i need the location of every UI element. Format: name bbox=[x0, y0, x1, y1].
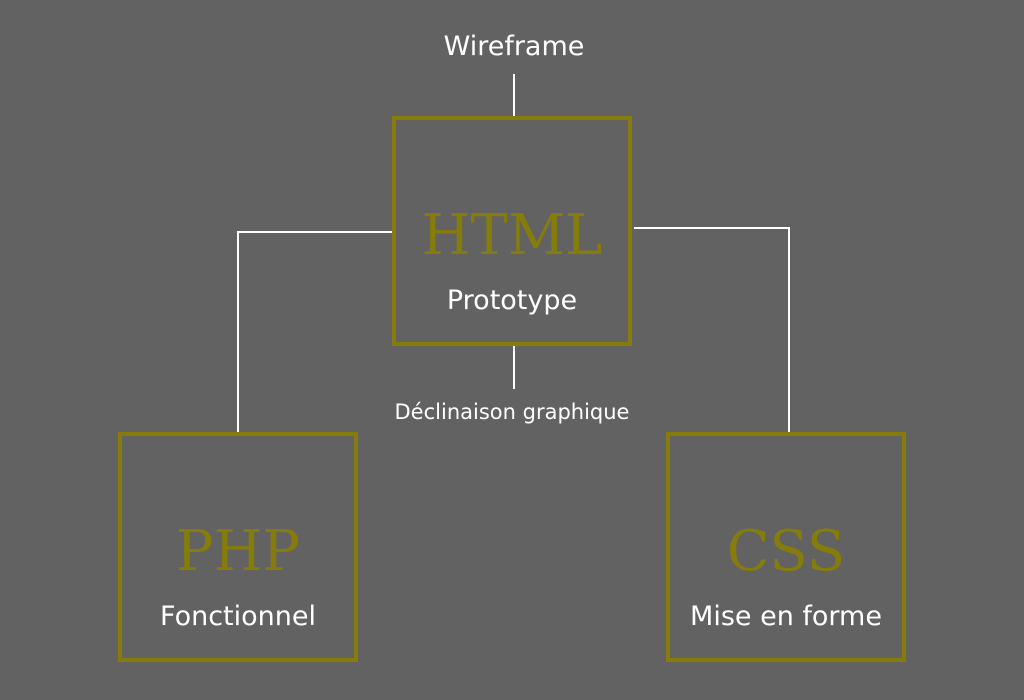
connector-html-php bbox=[237, 231, 393, 432]
connector-html-css bbox=[634, 227, 790, 432]
php-title: PHP bbox=[175, 519, 301, 584]
css-box: CSS Mise en forme bbox=[666, 432, 906, 662]
html-title: HTML bbox=[421, 203, 603, 268]
declinaison-label: Déclinaison graphique bbox=[394, 400, 630, 424]
html-subtitle: Prototype bbox=[446, 285, 578, 316]
php-box: PHP Fonctionnel bbox=[118, 432, 358, 662]
css-subtitle: Mise en forme bbox=[690, 601, 882, 632]
wireframe-label: Wireframe bbox=[443, 31, 585, 62]
php-subtitle: Fonctionnel bbox=[160, 601, 316, 632]
html-box: HTML Prototype bbox=[392, 116, 632, 346]
css-title: CSS bbox=[726, 519, 846, 584]
